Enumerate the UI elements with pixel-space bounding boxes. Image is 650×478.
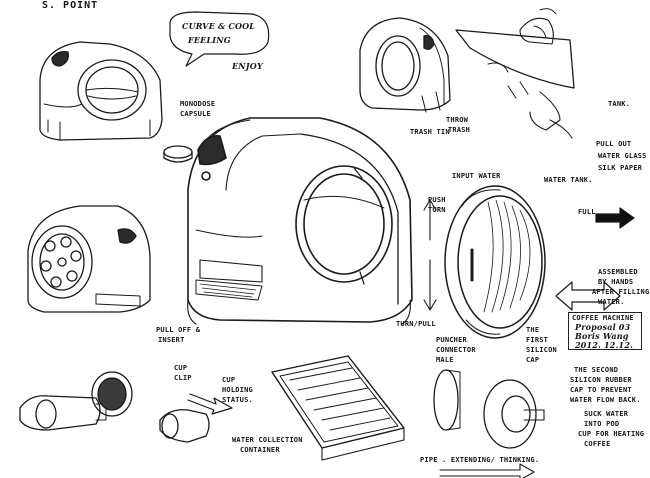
label-cup-clip-line2: CLIP [174, 374, 192, 382]
label-first-silicon-line1: THE [526, 326, 540, 334]
label-assembled-line1: ASSEMBLED [598, 268, 638, 276]
machine-sketch-top-center [359, 17, 451, 113]
label-trash-tin: TRASH TIN [410, 128, 450, 136]
main-machine-sketch [187, 117, 413, 325]
info-title: COFFEE MACHINE [572, 314, 634, 322]
label-push: PUSH [428, 196, 446, 204]
label-cup-holding-line3: STATUS. [222, 396, 253, 404]
label-first-silicon-line4: CAP [526, 356, 540, 364]
info-proposal: Proposal 03 [575, 322, 631, 332]
monodose-capsule-sketch [163, 145, 193, 163]
label-input-water: INPUT WATER [452, 172, 501, 180]
label-pull-out-line3: SILK PAPER [598, 164, 643, 172]
label-full: FULL [578, 208, 596, 216]
silicon-cap-sketches [433, 369, 545, 449]
label-water-collection-line1: WATER COLLECTION [232, 436, 303, 444]
info-author: Boris Wang [575, 331, 629, 341]
label-pipe-extending: PIPE . EXTENDING/ THINKING. [420, 456, 540, 464]
info-box: COFFEE MACHINE Proposal 03 Boris Wang 20… [568, 312, 642, 350]
label-second-silicon-line4: WATER FLOW BACK. [570, 396, 641, 404]
callout-bubble [169, 11, 270, 67]
direction-arrows [187, 62, 635, 478]
tray-removal-sketch [455, 8, 575, 139]
label-turn: TURN [428, 206, 446, 214]
water-tank-sketch [444, 185, 546, 339]
label-puncher-line1: PUNCHER [436, 336, 467, 344]
label-pull-off-line1: PULL OFF & [156, 326, 201, 334]
label-assembled-line3: AFTER FILLING [592, 288, 650, 296]
label-assembled-line2: BY HANDS [598, 278, 634, 286]
label-enjoy: ENJOY [232, 61, 263, 71]
label-second-silicon-line1: THE SECOND [574, 366, 619, 374]
label-puncher-line2: CONNECTOR [436, 346, 476, 354]
label-pull-out-line2: WATER GLASS [598, 152, 647, 160]
sheet-title: S. POINT [42, 0, 99, 11]
label-monodose-line2: CAPSULE [180, 110, 211, 118]
label-monodose-line1: MONODOSE [180, 100, 216, 108]
label-first-silicon-line2: FIRST [526, 336, 549, 344]
label-curve-cool-line2: FEELING [188, 35, 231, 45]
label-second-silicon-line2: SILICON RUBBER [570, 376, 632, 384]
label-suck-water-line3: CUP FOR HEATING [578, 430, 645, 438]
cup-sketches [19, 371, 210, 443]
label-water-collection-line2: CONTAINER [240, 446, 280, 454]
label-assembled-line4: WATER. [598, 298, 625, 306]
label-turn-pull: TURN/PULL [396, 320, 436, 328]
machine-sketch-left [27, 205, 151, 313]
label-throw-trash-line1: THROW [446, 116, 469, 124]
label-first-silicon-line3: SILICON [526, 346, 557, 354]
machine-sketch-top-left [39, 41, 163, 141]
label-curve-cool-line1: CURVE & COOL [182, 21, 256, 31]
label-second-silicon-line3: CAP TO PREVENT [570, 386, 632, 394]
label-suck-water-line2: INTO POD [584, 420, 620, 428]
label-cup-holding-line2: HOLDING [222, 386, 253, 394]
label-pull-out-line1: PULL OUT [596, 140, 632, 148]
label-water-tank: WATER TANK. [544, 176, 593, 184]
label-cup-holding-line1: CUP [222, 376, 236, 384]
label-cup-clip-line1: CUP [174, 364, 188, 372]
label-suck-water-line4: COFFEE [584, 440, 611, 448]
label-puncher-line3: MALE [436, 356, 454, 364]
label-throw-trash-line2: TRASH [448, 126, 471, 134]
info-date: 2012. 12.12. [575, 340, 634, 350]
drip-tray-sketch [271, 355, 405, 461]
label-pull-off-line2: INSERT [158, 336, 185, 344]
label-tank: TANK. [608, 100, 631, 108]
label-suck-water-line1: SUCK WATER [584, 410, 629, 418]
